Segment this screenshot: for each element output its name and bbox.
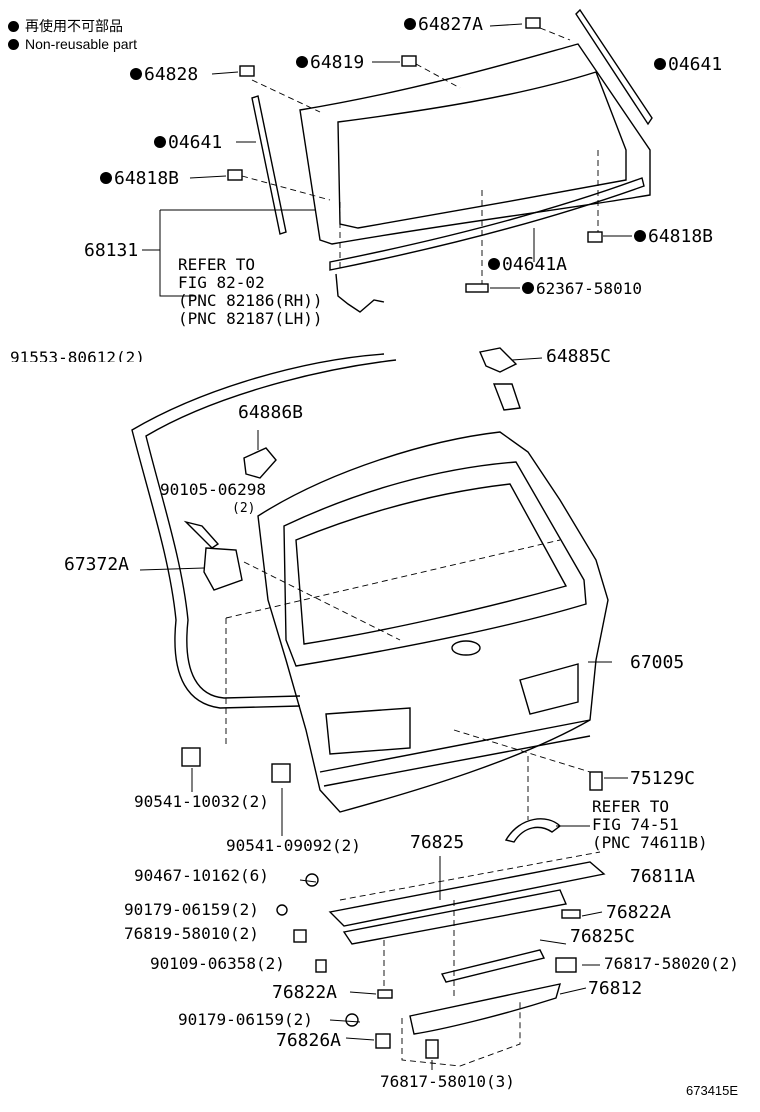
clip-76819 (293, 929, 307, 943)
hinge-64885C (479, 347, 518, 373)
defogger-connector (335, 273, 385, 313)
note-refer-fig-82-02: REFER TO FIG 82-02 (PNC 82186(RH)) (PNC … (178, 255, 323, 328)
part-label-90105: 90105-06298 (160, 480, 266, 499)
part-label-91553: 91553-80612(2) (10, 350, 145, 362)
part-label-04641A: 04641A (488, 256, 567, 274)
part-label-90179-b: 90179-06159(2) (178, 1010, 313, 1029)
part-label-76817-58010: 76817-58010(3) (380, 1072, 515, 1091)
cushion-90541-10032 (181, 747, 201, 767)
hinge-64886B (243, 447, 277, 479)
part-label-62367: 62367-58010 (522, 281, 642, 297)
part-label-75129C: 75129C (630, 768, 696, 789)
screw-90109 (315, 959, 327, 973)
legend-en: Non-reusable part (8, 36, 137, 52)
part-label-64818B-right: 64818B (634, 228, 713, 246)
molding-04641-top (575, 8, 653, 126)
nut-90179-a (276, 904, 288, 916)
part-label-76822A-left: 76822A (272, 982, 338, 1003)
part-label-64828: 64828 (130, 66, 198, 84)
clip-64828 (239, 65, 255, 77)
part-label-90541-09092: 90541-09092(2) (226, 836, 361, 855)
part-label-64827A: 64827A (404, 16, 483, 34)
part-label-67372A: 67372A (64, 554, 130, 575)
part-label-04641-left: 04641 (154, 134, 222, 152)
legend-jp: 再使用不可部品 (8, 16, 123, 36)
part-label-76819: 76819-58010(2) (124, 924, 259, 943)
nut-90179-b (345, 1013, 359, 1027)
clip-75129C (589, 771, 603, 791)
part-label-76822A-right: 76822A (606, 902, 672, 923)
weatherstrip-91553 (131, 353, 397, 709)
part-label-90179-a: 90179-06159(2) (124, 900, 259, 919)
part-label-64886B: 64886B (238, 402, 304, 423)
part-label-76811A: 76811A (630, 866, 696, 887)
part-label-76826A: 76826A (276, 1030, 342, 1051)
part-label-64819: 64819 (296, 54, 364, 72)
rear-window-glass (299, 43, 651, 245)
note-refer-fig-74-51: REFER TO FIG 74-51 (PNC 74611B) (592, 797, 708, 852)
bullet-icon (8, 21, 19, 32)
part-label-64885C: 64885C (546, 348, 612, 362)
part-label-76817-58020: 76817-58020(2) (604, 954, 739, 973)
spacer-76822A-right (561, 909, 581, 919)
clip-90467 (305, 873, 319, 887)
figure-id: 673415E (686, 1083, 739, 1098)
spoiler-76812 (409, 983, 561, 1035)
clip-64819 (401, 55, 417, 67)
part-label-90109: 90109-06358(2) (150, 954, 285, 973)
part-label-90467: 90467-10162(6) (134, 866, 269, 885)
clip-76826A (375, 1033, 391, 1049)
bracket-76817-58010 (425, 1039, 439, 1059)
hinge-64885C-b (492, 383, 521, 411)
part-label-90541-10032: 90541-10032(2) (134, 792, 269, 811)
bracket-76817-58020 (555, 957, 577, 973)
part-label-67005: 67005 (630, 652, 685, 673)
lock-67372A (203, 547, 243, 591)
part-label-04641-top: 04641 (654, 56, 722, 74)
part-label-76812: 76812 (588, 978, 643, 999)
bracket-62367 (465, 283, 489, 293)
handle-74611B (504, 818, 562, 843)
garnish-76811A (328, 861, 606, 927)
cushion-90541-09092 (271, 763, 291, 783)
molding-04641-left (251, 95, 287, 235)
clip-64818B-left (227, 169, 243, 181)
bolt-90105 (183, 520, 220, 549)
spacer-76822A-left (377, 989, 393, 999)
part-label-76825: 76825 (410, 832, 465, 853)
garnish-76825C (342, 889, 567, 945)
part-label-90105-qty: (2) (232, 501, 256, 516)
molding-04641A (329, 177, 645, 271)
bullet-icon (8, 39, 19, 50)
back-door-panel-67005 (257, 431, 609, 813)
part-label-68131: 68131 (84, 240, 139, 261)
part-label-64818B-left: 64818B (100, 170, 179, 188)
molding-76825C (440, 949, 546, 983)
clip-64827A (525, 17, 541, 29)
part-label-76825C: 76825C (570, 926, 636, 947)
clip-64818B-right (587, 231, 603, 243)
